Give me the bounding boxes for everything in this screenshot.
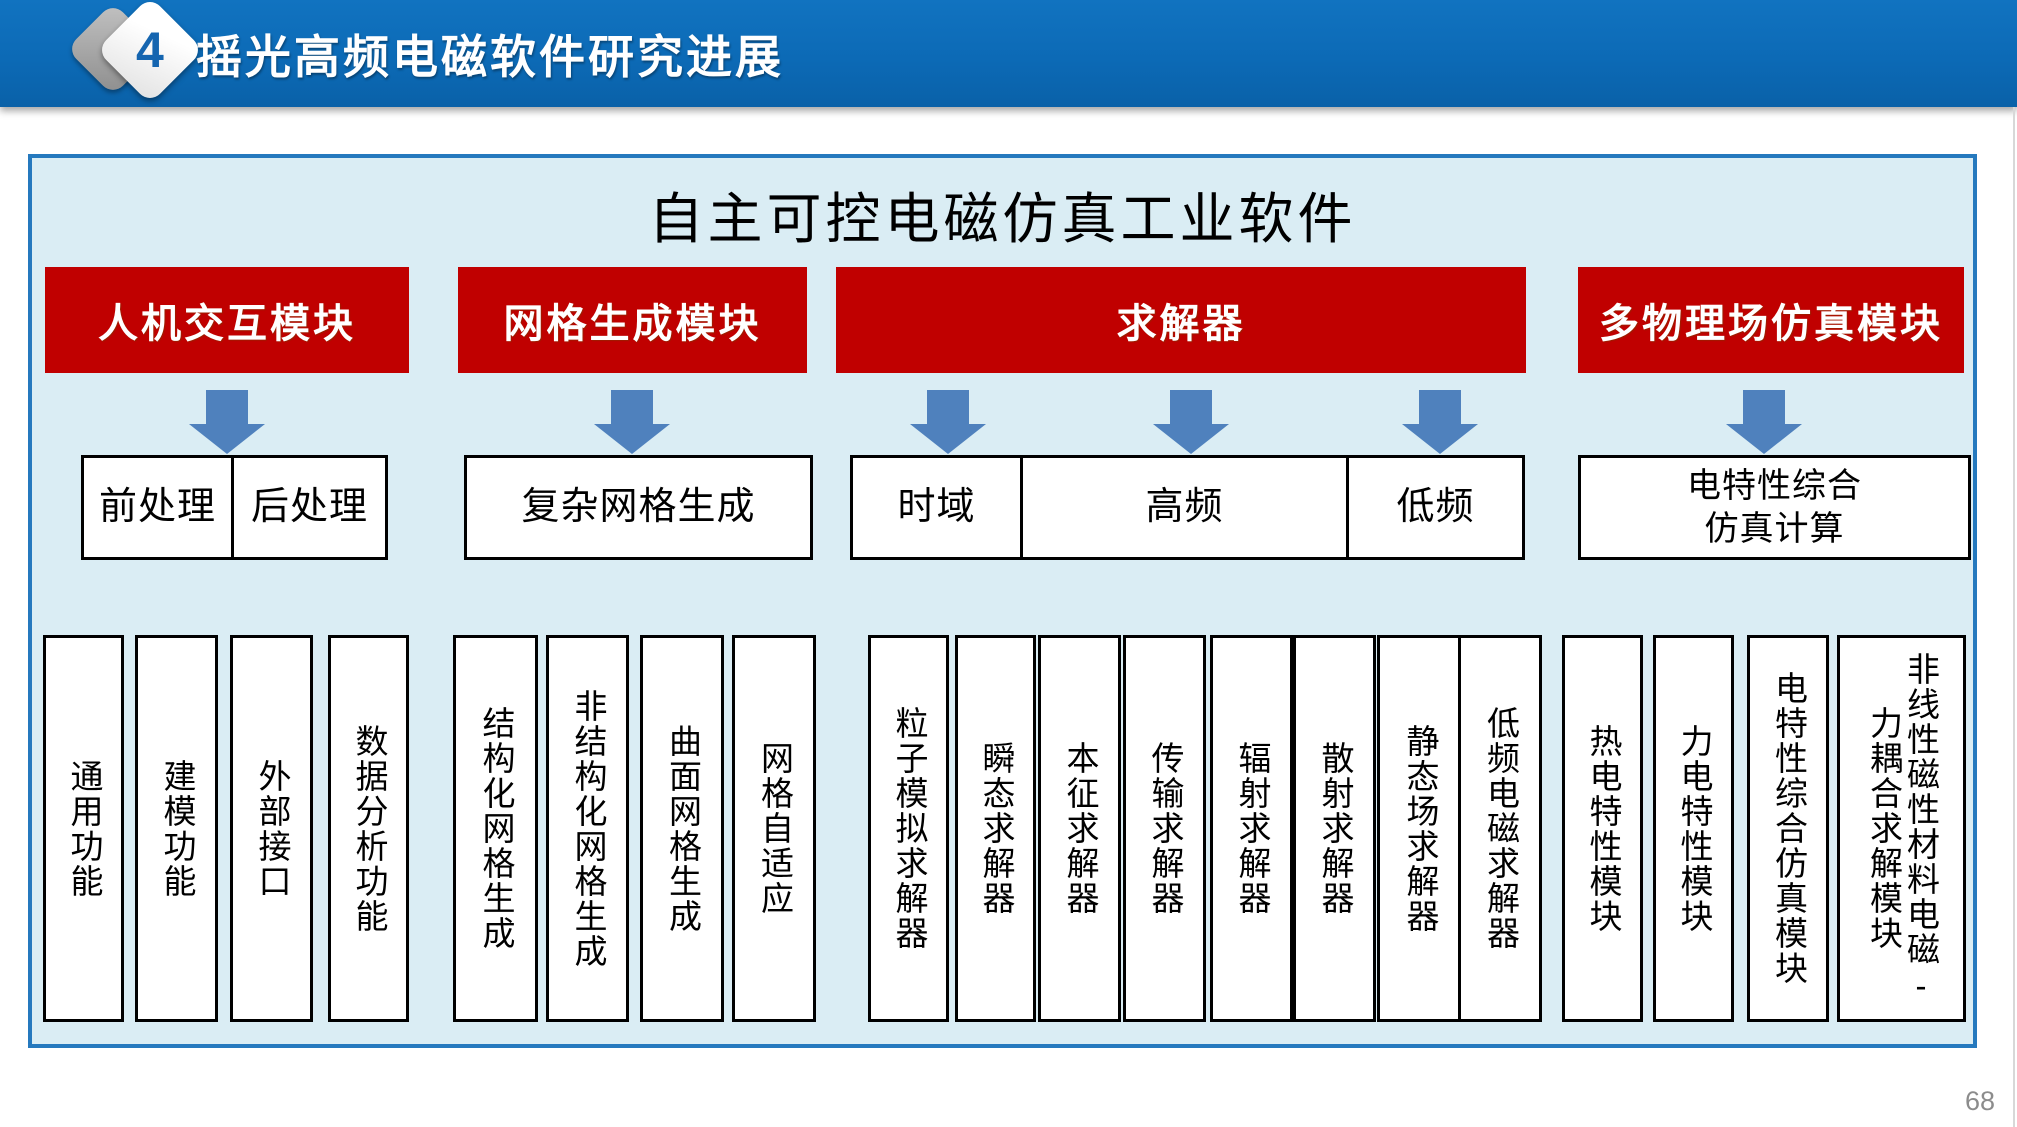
feature-column-solver-4: 辐射求解器 — [1210, 635, 1293, 1022]
feature-column-solver-2: 本征求解器 — [1038, 635, 1121, 1022]
arrow-stem — [1743, 390, 1785, 424]
submodule-cell-hmi-0: 前处理 — [98, 485, 216, 528]
feature-column-solver-0: 粒子模拟求解器 — [868, 635, 949, 1022]
feature-column-hmi-1: 建模功能 — [135, 635, 218, 1022]
feature-column-solver-3: 传输求解器 — [1123, 635, 1206, 1022]
section-number: 4 — [136, 22, 164, 78]
arrow-head — [1726, 424, 1802, 454]
module-header-mesh: 网格生成模块 — [458, 267, 807, 373]
feature-column-solver-1: 瞬态求解器 — [955, 635, 1036, 1022]
down-arrow-icon — [1402, 390, 1478, 454]
module-header-multiphysics: 多物理场仿真模块 — [1578, 267, 1964, 373]
arrow-head — [189, 424, 265, 454]
submodule-group-multiphysics: 电特性综合 仿真计算 — [1578, 455, 1971, 560]
slide-right-edge — [2013, 107, 2015, 1127]
feature-column-hmi-2: 外部接口 — [230, 635, 313, 1022]
arrow-head — [594, 424, 670, 454]
feature-column-multiphysics-3: 非线性磁性材料电磁-力耦合求解模块 — [1837, 635, 1966, 1022]
submodule-cell-mesh-0: 复杂网格生成 — [521, 485, 756, 528]
submodule-cell-solver-2: 低频 — [1346, 458, 1522, 557]
feature-column-mesh-2: 曲面网格生成 — [640, 635, 724, 1022]
feature-column-multiphysics-1: 力电特性模块 — [1653, 635, 1734, 1022]
arrow-stem — [206, 390, 248, 424]
feature-column-mesh-1: 非结构化网格生成 — [546, 635, 629, 1022]
feature-column-hmi-0: 通用功能 — [43, 635, 124, 1022]
header-bar: 4 摇光高频电磁软件研究进展 — [0, 0, 2017, 107]
page-number: 68 — [1964, 1086, 1995, 1116]
feature-column-solver-5: 散射求解器 — [1293, 635, 1376, 1022]
submodule-cell-hmi-1: 后处理 — [231, 458, 385, 557]
diagram: 人机交互模块前处理后处理通用功能建模功能外部接口数据分析功能 网格生成模块复杂网格… — [32, 158, 1973, 1044]
down-arrow-icon — [594, 390, 670, 454]
arrow-stem — [927, 390, 969, 424]
module-header-hmi: 人机交互模块 — [45, 267, 409, 373]
feature-column-multiphysics-2: 电特性综合仿真模块 — [1747, 635, 1829, 1022]
submodule-cell-solver-0: 时域 — [897, 485, 976, 528]
feature-column-solver-6: 静态场求解器 — [1377, 635, 1462, 1022]
submodule-group-solver: 时域 高频低频 — [850, 455, 1525, 560]
feature-column-multiphysics-0: 热电特性模块 — [1562, 635, 1643, 1022]
submodule-cell-multiphysics-0: 电特性综合 仿真计算 — [1687, 467, 1862, 548]
arrow-stem — [1419, 390, 1461, 424]
diagram-panel: 自主可控电磁仿真工业软件 人机交互模块前处理后处理通用功能建模功能外部接口数据分… — [28, 154, 1977, 1048]
down-arrow-icon — [189, 390, 265, 454]
feature-column-hmi-3: 数据分析功能 — [328, 635, 409, 1022]
feature-column-mesh-3: 网格自适应 — [732, 635, 816, 1022]
section-badge: 4 — [38, 0, 208, 107]
arrow-head — [910, 424, 986, 454]
arrow-head — [1153, 424, 1229, 454]
arrow-stem — [1170, 390, 1212, 424]
arrow-stem — [611, 390, 653, 424]
submodule-group-mesh: 复杂网格生成 — [464, 455, 813, 560]
feature-column-mesh-0: 结构化网格生成 — [453, 635, 538, 1022]
slide-section-title: 摇光高频电磁软件研究进展 — [196, 30, 784, 83]
diagram-title: 自主可控电磁仿真工业软件 — [648, 188, 1357, 250]
down-arrow-icon — [910, 390, 986, 454]
feature-column-solver-7: 低频电磁求解器 — [1458, 635, 1542, 1022]
arrow-head — [1402, 424, 1478, 454]
module-header-solver: 求解器 — [836, 267, 1526, 373]
down-arrow-icon — [1726, 390, 1802, 454]
submodule-cell-solver-1: 高频 — [1020, 458, 1346, 557]
down-arrow-icon — [1153, 390, 1229, 454]
submodule-group-hmi: 前处理后处理 — [81, 455, 388, 560]
